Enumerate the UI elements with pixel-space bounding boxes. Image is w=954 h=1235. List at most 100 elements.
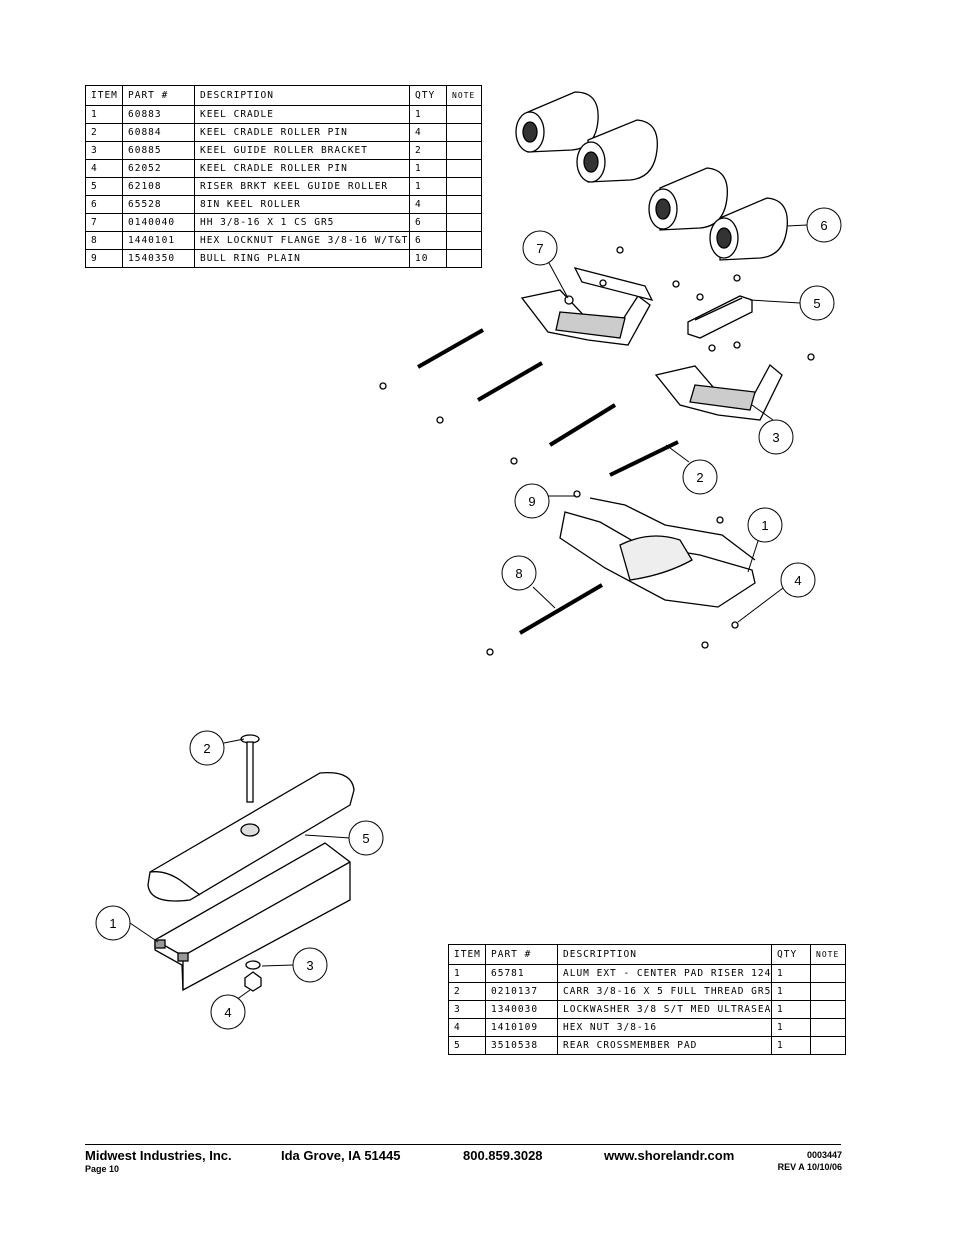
table-cell: 8 bbox=[85, 231, 123, 250]
table-cell: 5 bbox=[448, 1036, 486, 1055]
keel-cradle-exploded-diagram: 7 6 5 3 2 9 1 4 8 bbox=[379, 91, 842, 656]
header-item: ITEM bbox=[85, 85, 123, 106]
table-cell: 1440101 bbox=[122, 231, 195, 250]
table-cell: 1 bbox=[448, 964, 486, 983]
table-cell: 65781 bbox=[485, 964, 558, 983]
table-cell: 7 bbox=[85, 213, 123, 232]
table-cell: 1410109 bbox=[485, 1018, 558, 1037]
table-cell bbox=[810, 1036, 846, 1055]
callout-5: 5 bbox=[362, 831, 369, 846]
table-cell: LOCKWASHER 3/8 S/T MED ULTRASEAL bbox=[557, 1000, 772, 1019]
keel-guide-roller-bracket-lower bbox=[654, 363, 783, 421]
table-cell: 65528 bbox=[122, 195, 195, 214]
table-cell: 2 bbox=[85, 123, 123, 142]
lockwasher bbox=[245, 960, 261, 970]
hex-nut bbox=[244, 971, 262, 992]
table-header-row: ITEM PART # DESCRIPTION QTY NOTE bbox=[448, 944, 846, 965]
callout-5: 5 bbox=[813, 296, 820, 311]
table-cell bbox=[810, 964, 846, 983]
table-cell: 1 bbox=[771, 964, 811, 983]
table-cell: 62108 bbox=[122, 177, 195, 196]
callout-9: 9 bbox=[528, 494, 535, 509]
callout-7: 7 bbox=[536, 241, 543, 256]
table-cell bbox=[446, 249, 482, 268]
table-cell: 4 bbox=[85, 159, 123, 178]
table-cell: 3 bbox=[448, 1000, 486, 1019]
table-cell bbox=[810, 1018, 846, 1037]
footer-company: Midwest Industries, Inc. bbox=[85, 1148, 232, 1163]
callout-4: 4 bbox=[224, 1005, 231, 1020]
callout-2: 2 bbox=[203, 741, 210, 756]
footer-revision: REV A 10/10/06 bbox=[777, 1162, 842, 1172]
table-cell: 10 bbox=[409, 249, 447, 268]
table-cell: 9 bbox=[85, 249, 123, 268]
footer-city: Ida Grove, IA 51445 bbox=[281, 1148, 401, 1163]
table-cell: 6 bbox=[85, 195, 123, 214]
header-qty: QTY bbox=[771, 944, 811, 965]
table-cell: 1 bbox=[771, 1018, 811, 1037]
keel-roller-4 bbox=[709, 197, 788, 261]
table-cell: 62052 bbox=[122, 159, 195, 178]
header-part: PART # bbox=[122, 85, 195, 106]
table-cell bbox=[810, 1000, 846, 1019]
table-cell: HEX NUT 3/8-16 bbox=[557, 1018, 772, 1037]
callout-6: 6 bbox=[820, 218, 827, 233]
alum-ext-center-pad-riser bbox=[154, 842, 351, 992]
footer-phone: 800.859.3028 bbox=[463, 1148, 543, 1163]
table-cell: 60883 bbox=[122, 105, 195, 124]
callout-1: 1 bbox=[761, 518, 768, 533]
table-cell: 4 bbox=[448, 1018, 486, 1037]
table-cell: 1 bbox=[85, 105, 123, 124]
footer-doc-number: 0003447 bbox=[806, 1150, 842, 1160]
table-cell: REAR CROSSMEMBER PAD bbox=[557, 1036, 772, 1055]
rear-crossmember-pad bbox=[147, 771, 355, 902]
table-cell: 0210137 bbox=[485, 982, 558, 1001]
keel-cradle bbox=[559, 497, 756, 608]
header-note: NOTE bbox=[810, 944, 846, 965]
footer-website: www.shorelandr.com bbox=[604, 1148, 735, 1163]
table-cell: 3 bbox=[85, 141, 123, 160]
table-header-row: ITEM PART # DESCRIPTION QTY NOTE bbox=[85, 85, 482, 106]
table-cell: ALUM EXT - CENTER PAD RISER 124 bbox=[557, 964, 772, 983]
table-cell: 1 bbox=[771, 1000, 811, 1019]
callout-1: 1 bbox=[109, 916, 116, 931]
keel-roller-3 bbox=[648, 167, 728, 231]
callout-3: 3 bbox=[306, 958, 313, 973]
center-pad-riser-diagram: 2 5 1 3 4 bbox=[95, 730, 384, 1030]
header-part: PART # bbox=[485, 944, 558, 965]
footer-page-number: Page 10 bbox=[85, 1164, 120, 1174]
table-cell: 1 bbox=[771, 982, 811, 1001]
riser-bracket bbox=[687, 295, 753, 339]
table-cell: CARR 3/8-16 X 5 FULL THREAD GR5 bbox=[557, 982, 772, 1001]
callout-4: 8 bbox=[515, 566, 522, 581]
callout-3: 3 bbox=[772, 430, 779, 445]
hardware-nuts bbox=[379, 246, 815, 656]
header-note: NOTE bbox=[446, 85, 482, 106]
table-cell: 2 bbox=[448, 982, 486, 1001]
table-cell: 1540350 bbox=[122, 249, 195, 268]
table-cell: 60884 bbox=[122, 123, 195, 142]
header-item: ITEM bbox=[448, 944, 486, 965]
table-cell: 1340030 bbox=[485, 1000, 558, 1019]
table-cell bbox=[810, 982, 846, 1001]
table-cell: 0140040 bbox=[122, 213, 195, 232]
keel-roller-1 bbox=[515, 91, 599, 153]
header-description: DESCRIPTION bbox=[557, 944, 772, 965]
table-cell: 5 bbox=[85, 177, 123, 196]
callout-8: 4 bbox=[794, 573, 801, 588]
table-cell: 3510538 bbox=[485, 1036, 558, 1055]
